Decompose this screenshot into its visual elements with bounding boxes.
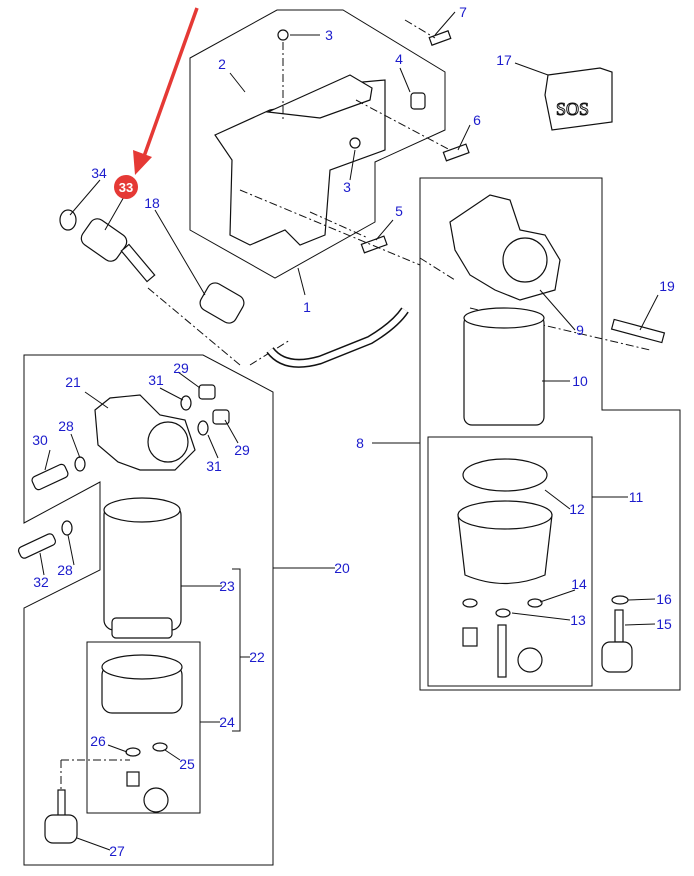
clip-3b	[349, 137, 361, 149]
sensor-15	[601, 641, 633, 673]
connector-18	[199, 282, 245, 324]
o-ring-34	[59, 209, 77, 231]
plug-29a	[198, 384, 216, 400]
bolt-6	[442, 143, 470, 162]
bowl	[457, 514, 553, 585]
washer-13	[495, 608, 511, 618]
callout-10[interactable]: 10	[572, 373, 588, 389]
bag-scribble: SOS	[556, 99, 589, 119]
callout-22[interactable]: 22	[249, 649, 265, 665]
callout-27[interactable]: 27	[109, 843, 125, 859]
o-ring-28a	[74, 456, 86, 472]
callout-24[interactable]: 24	[219, 714, 235, 730]
callout-19[interactable]: 19	[659, 278, 675, 294]
bolt-7	[428, 30, 452, 46]
bowl-ring-top	[101, 654, 183, 680]
callout-34[interactable]: 34	[91, 165, 107, 181]
callout-15[interactable]: 15	[656, 616, 672, 632]
callout-32[interactable]: 32	[33, 574, 49, 590]
bracket-plate	[265, 74, 373, 119]
o-ring-28b	[61, 520, 73, 536]
connector-33	[80, 218, 128, 262]
sensor-screw	[497, 624, 507, 678]
filter-element-23	[103, 504, 182, 631]
o-ring-31b	[197, 420, 209, 436]
callout-31[interactable]: 31	[206, 458, 222, 474]
callout-5[interactable]: 5	[395, 203, 403, 219]
callout-31[interactable]: 31	[148, 372, 164, 388]
callout-9[interactable]: 9	[576, 322, 584, 338]
callout-labels: 1 2 3 3 4 5 6 7 8 9 10 11 12 13 14 15 16…	[32, 4, 675, 859]
washer-16	[611, 595, 629, 605]
callout-18[interactable]: 18	[144, 195, 160, 211]
highlight-callout-33[interactable]	[114, 175, 138, 199]
callout-16[interactable]: 16	[656, 591, 672, 607]
washer-25	[152, 742, 168, 752]
callout-3[interactable]: 3	[325, 27, 333, 43]
bowl-kit-outline	[427, 436, 593, 687]
plug	[126, 771, 140, 787]
callout-6[interactable]: 6	[473, 112, 481, 128]
callout-28[interactable]: 28	[57, 562, 73, 578]
fitting-30	[31, 463, 69, 491]
o-ring-12	[462, 458, 548, 492]
callout-8[interactable]: 8	[356, 435, 364, 451]
callout-29[interactable]: 29	[173, 360, 189, 376]
sensor-27	[44, 814, 78, 844]
filter-cartridge-10	[463, 314, 545, 426]
callout-13[interactable]: 13	[570, 612, 586, 628]
filter-top	[463, 307, 545, 329]
bracket-group-outline	[189, 9, 446, 279]
separator-head-cap	[147, 421, 189, 463]
callout-20[interactable]: 20	[334, 560, 350, 576]
callout-23[interactable]: 23	[219, 578, 235, 594]
callout-30[interactable]: 30	[32, 432, 48, 448]
fitting-32	[17, 533, 57, 559]
hardware-bag-17	[544, 67, 613, 131]
callout-33[interactable]: 33	[119, 180, 133, 195]
callout-3[interactable]: 3	[343, 179, 351, 195]
callout-26[interactable]: 26	[90, 733, 106, 749]
filter-element-top	[103, 497, 181, 523]
o-ring-31a	[180, 395, 192, 411]
filter-head-cap	[502, 237, 548, 283]
pipe-33	[120, 243, 156, 283]
callout-29[interactable]: 29	[234, 442, 250, 458]
bolt-19	[610, 318, 666, 344]
separator-group-outline	[23, 354, 274, 866]
highlight-arrowhead	[133, 150, 152, 175]
clip-3a	[277, 29, 289, 41]
bracket-22	[232, 568, 241, 732]
bowl-rim	[457, 500, 553, 530]
leader-lines	[39, 11, 659, 851]
callout-11[interactable]: 11	[629, 489, 644, 505]
callout-21[interactable]: 21	[65, 374, 81, 390]
drain-plug	[462, 627, 478, 647]
bolt-5	[360, 235, 388, 254]
filter-head-group-outline	[419, 177, 681, 691]
washer-14a	[462, 598, 478, 608]
assembly-line-27	[60, 759, 130, 790]
callout-4[interactable]: 4	[395, 51, 403, 67]
knob	[143, 787, 169, 813]
callout-7[interactable]: 7	[459, 4, 467, 20]
drain-knob	[517, 647, 543, 673]
highlight-arrow	[140, 7, 199, 163]
callout-2[interactable]: 2	[218, 56, 226, 72]
callout-14[interactable]: 14	[571, 576, 587, 592]
washer-14b	[527, 598, 543, 608]
sensor-stem-15	[614, 609, 624, 643]
callout-1[interactable]: 1	[303, 299, 311, 315]
callout-28[interactable]: 28	[58, 418, 74, 434]
filter-thread	[111, 617, 173, 639]
bowl-group-outline	[86, 641, 201, 814]
washer-26	[125, 747, 141, 757]
callout-25[interactable]: 25	[179, 756, 195, 772]
callout-12[interactable]: 12	[569, 501, 585, 517]
callout-17[interactable]: 17	[496, 52, 512, 68]
nut-4	[410, 92, 426, 110]
